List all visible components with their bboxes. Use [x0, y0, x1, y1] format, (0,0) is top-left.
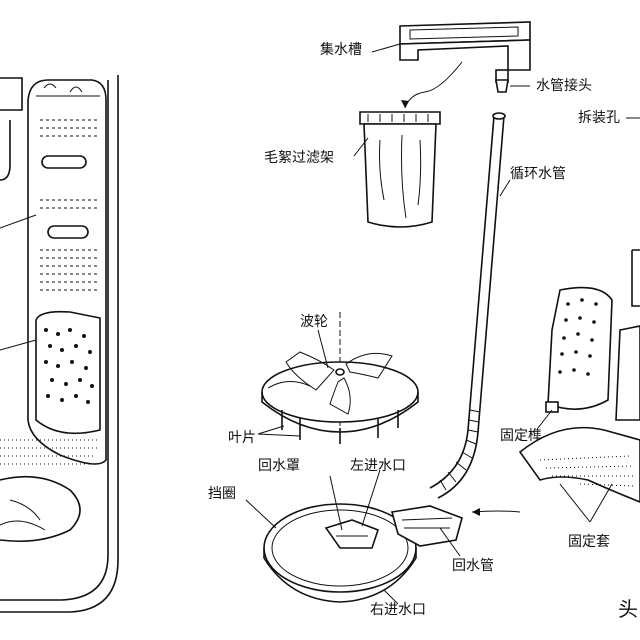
impeller-part [261, 312, 419, 444]
fixing-sleeve-part [518, 426, 640, 503]
label-retaining-ring: 挡圈 [208, 486, 236, 502]
collector-part [399, 21, 531, 83]
retaining-ring-part [263, 503, 463, 603]
label-right-inlet: 右进水口 [370, 602, 426, 618]
label-corner-mark: 头 [618, 597, 638, 621]
label-left-inlet: 左进水口 [350, 458, 406, 474]
pipe-connector-part [495, 79, 509, 93]
label-removal-hole: 拆装孔 [578, 110, 620, 126]
label-lint-filter: 毛絮过滤架 [264, 150, 334, 166]
label-circulation-pipe: 循环水管 [510, 166, 566, 182]
label-return-pipe: 回水管 [452, 558, 494, 574]
lint-filter-part [359, 111, 441, 228]
leader-lines [245, 43, 640, 605]
label-fixing-sleeve: 固定套 [568, 534, 610, 550]
label-pipe-connector: 水管接头 [536, 78, 592, 94]
circulation-pipe-part [429, 112, 506, 499]
label-fixing-bar: 固定榫 [500, 428, 542, 444]
label-blade: 叶片 [228, 430, 256, 446]
perforation-dots [44, 328, 94, 404]
vent-slot [41, 155, 89, 239]
label-return-cover: 回水罩 [258, 458, 300, 474]
tub-cross-section [0, 75, 119, 613]
fixing-bar-part [545, 286, 613, 413]
label-impeller: 波轮 [300, 314, 328, 330]
label-collector: 集水槽 [320, 42, 362, 58]
